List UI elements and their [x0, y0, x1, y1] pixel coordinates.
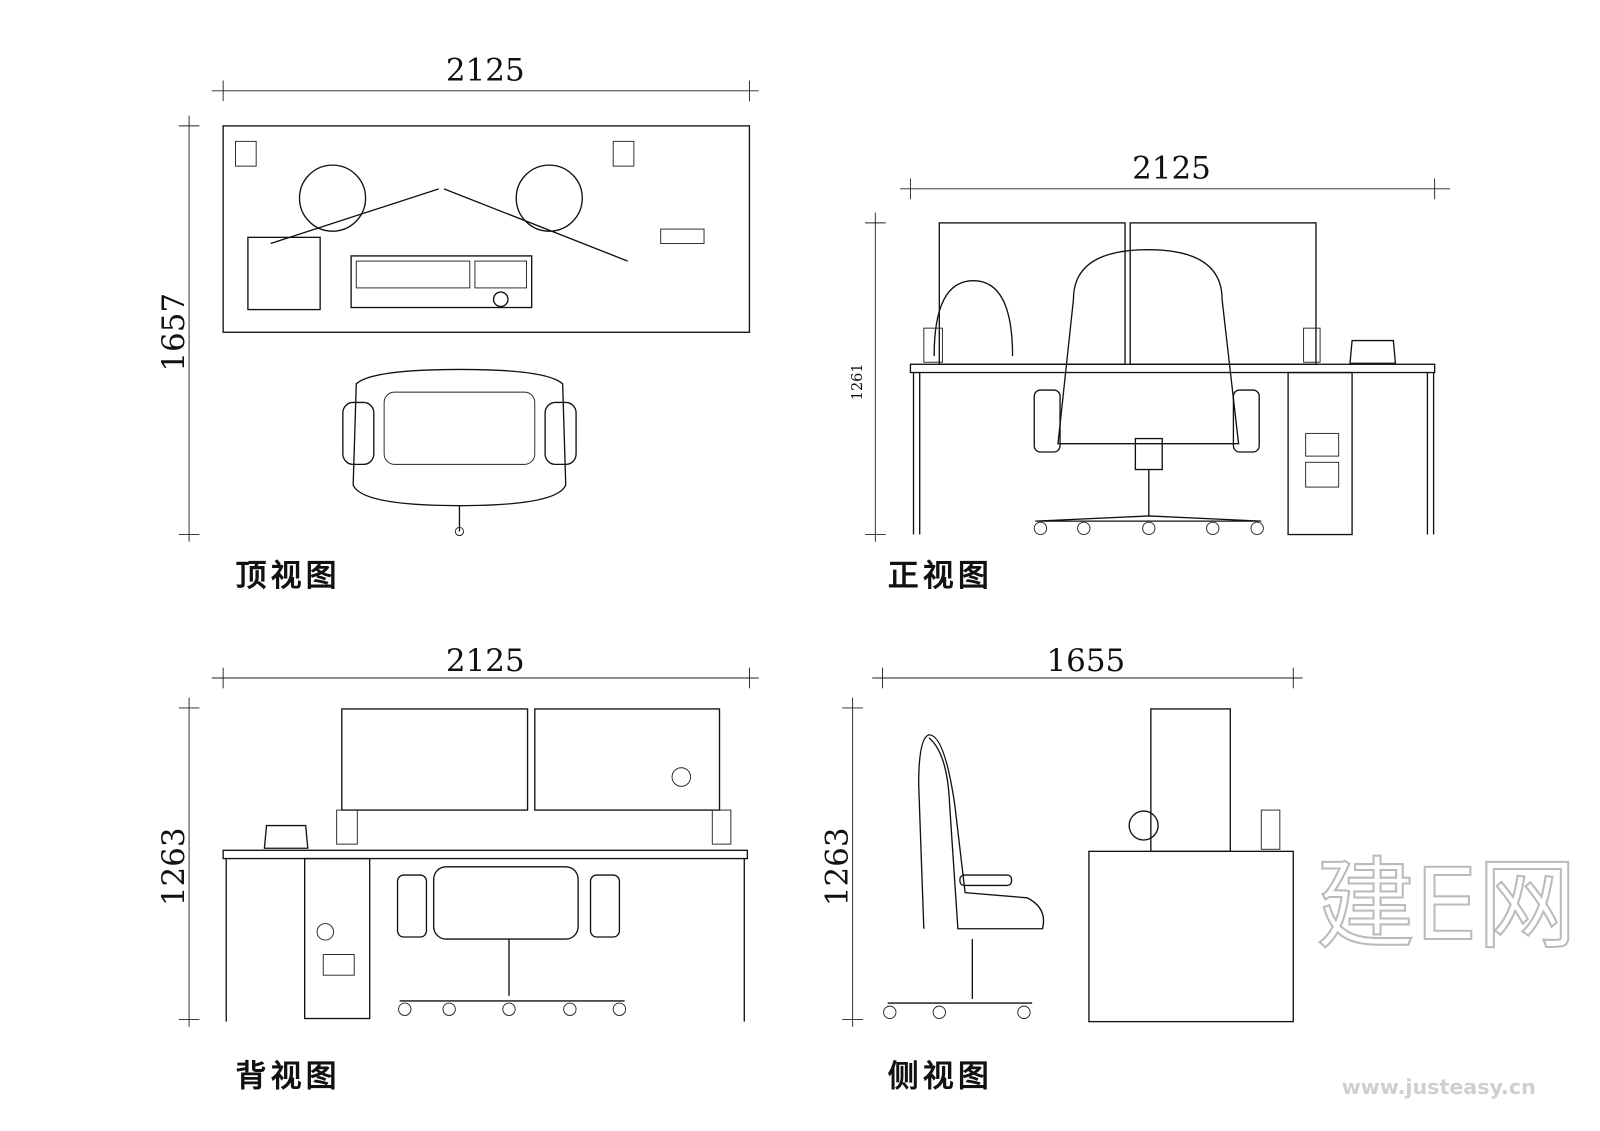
top-width-dim: 2125: [446, 52, 525, 88]
side-view-label: 侧视图: [888, 1059, 993, 1095]
chair-top: [352, 368, 567, 507]
chair-back-rear: [432, 866, 579, 940]
monitor-stand: [298, 164, 367, 232]
side-view: 1655 1263 侧视图: [819, 643, 1303, 1095]
back-width-dim: 2125: [446, 643, 525, 679]
desk-side: [1088, 850, 1294, 1023]
back-view: 2125 1263 背视图: [156, 643, 759, 1095]
front-width-dim: 2125: [1132, 151, 1211, 187]
back-view-label: 背视图: [236, 1059, 341, 1095]
pc-tower: [304, 857, 371, 1020]
front-view-label: 正视图: [888, 558, 993, 594]
side-width-dim: 1655: [1046, 643, 1125, 679]
monitor-right: [1129, 222, 1317, 365]
top-view: 2125 1657 顶视图: [156, 52, 759, 594]
top-depth-dim: 1657: [156, 293, 192, 372]
desk-surface: [909, 363, 1436, 374]
front-view: 2125 1261 正视图: [850, 151, 1451, 594]
headset: [247, 236, 321, 311]
front-height-dim: 1261: [850, 363, 866, 400]
pc-tower: [1287, 371, 1353, 536]
top-view-label: 顶视图: [236, 558, 341, 594]
keyboard: [350, 255, 533, 309]
brand-watermark: 建E网: [1316, 848, 1577, 963]
chair-back: [1057, 249, 1240, 445]
watermark-url: www.justeasy.cn: [1342, 1075, 1536, 1099]
chair-side: [918, 734, 1045, 930]
headset-stand: [933, 280, 1014, 357]
side-height-dim: 1263: [819, 827, 855, 906]
gamepad: [1349, 339, 1397, 364]
monitor-left: [938, 222, 1126, 365]
desk-top-outline: [222, 125, 751, 333]
back-height-dim: 1263: [156, 827, 192, 906]
